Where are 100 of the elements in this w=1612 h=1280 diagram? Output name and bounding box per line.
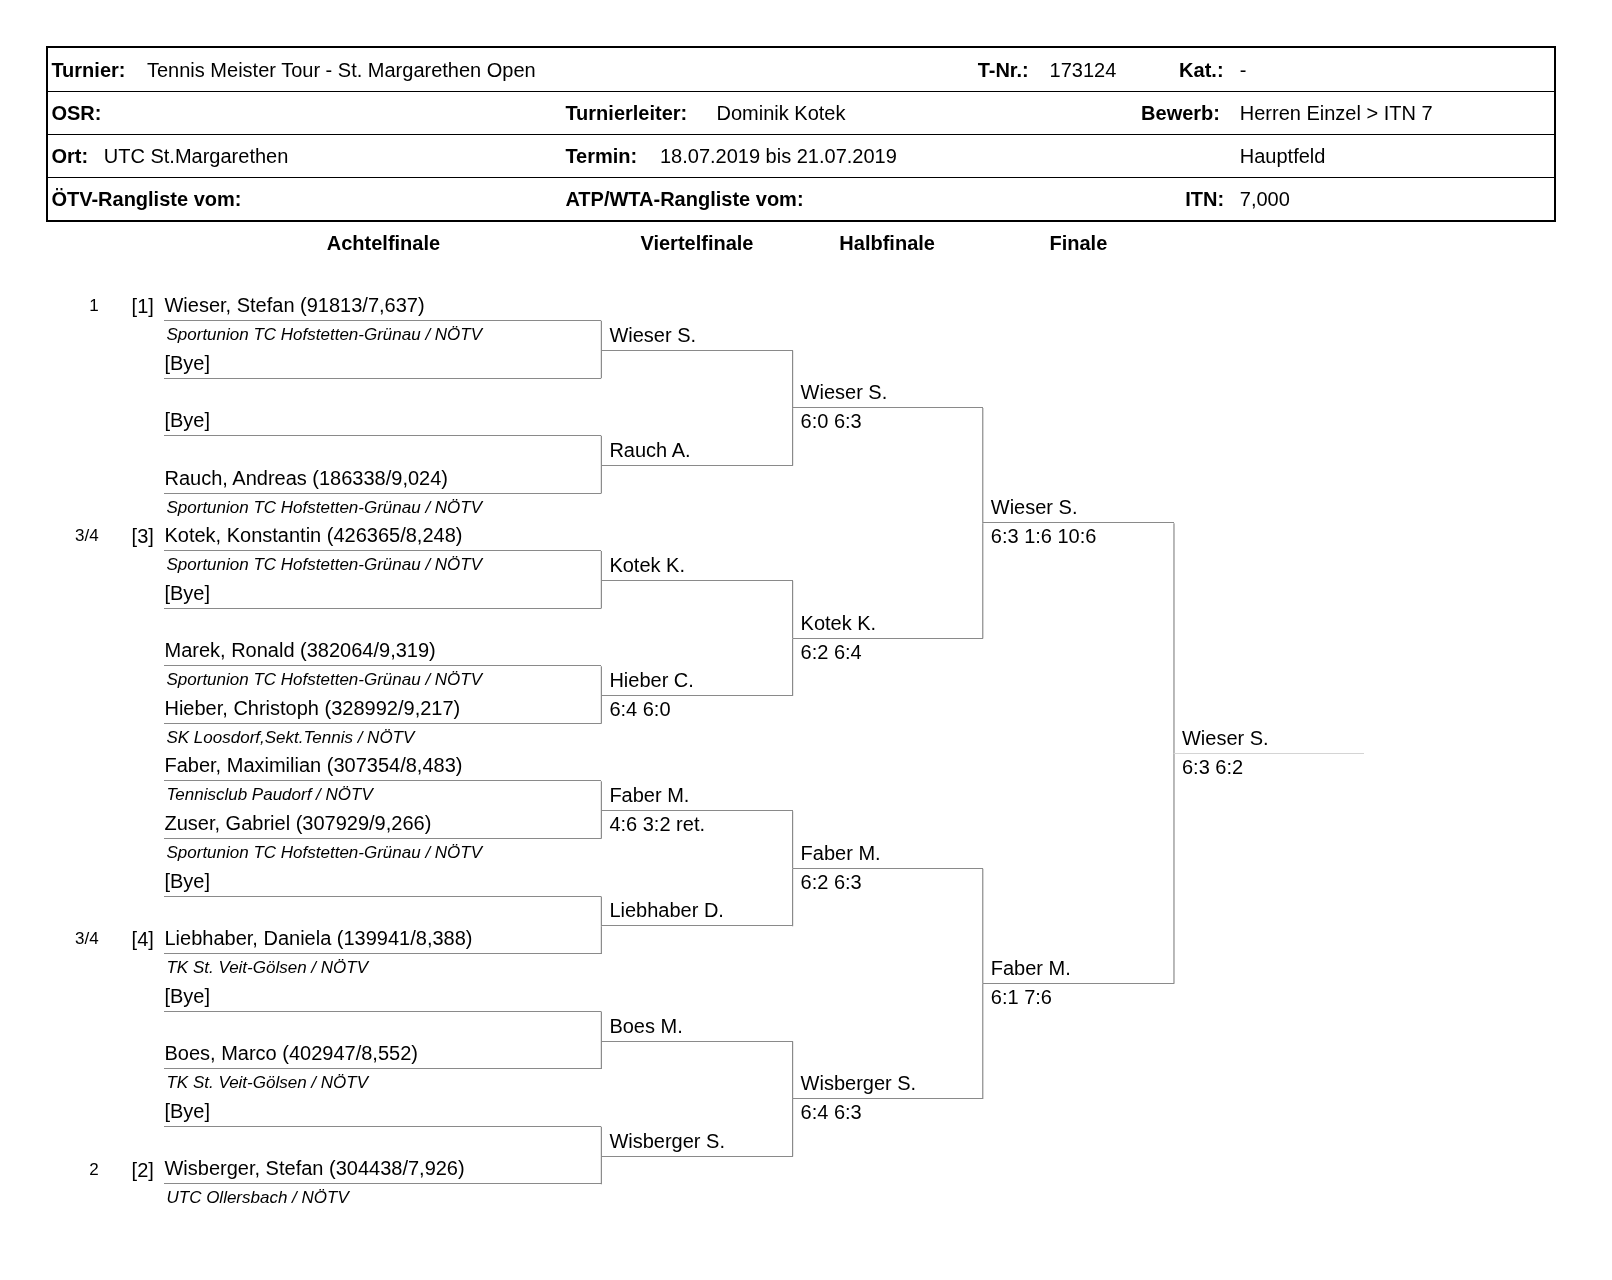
field-label: ITN: [1185, 187, 1225, 212]
match-score: 6:0 6:3 [799, 409, 863, 435]
player-name: Rauch A. [601, 436, 793, 466]
bracket-line [982, 407, 984, 524]
player-name: Faber M. [601, 782, 793, 812]
match-score: 6:2 6:4 [799, 639, 863, 665]
round-heading: Viertelfinale [640, 231, 754, 256]
player-name: Wieser S. [792, 379, 983, 409]
draw-position: 3/4 [75, 525, 99, 548]
round-heading: Halbfinale [839, 231, 935, 256]
bracket-line [600, 925, 602, 955]
player-name: [Bye] [164, 579, 602, 609]
club-name: UTC Ollersbach / NÖTV [165, 1187, 351, 1210]
player-name: Faber, Maximilian (307354/8,483) [164, 752, 602, 782]
bracket-line [1173, 752, 1175, 985]
player-name: Hieber, Christoph (328992/9,217) [164, 694, 602, 724]
bracket-line [600, 780, 602, 812]
field-value: 18.07.2019 bis 21.07.2019 [659, 143, 897, 168]
player-name: Liebhaber, Daniela (139941/8,388) [164, 925, 602, 955]
bracket-line [600, 1126, 602, 1158]
club-name: Sportunion TC Hofstetten-Grünau / NÖTV [165, 496, 484, 519]
match-score: 6:3 6:2 [1180, 754, 1245, 780]
match-score: 6:1 7:6 [989, 985, 1053, 1010]
draw-position: 1 [89, 295, 99, 317]
bracket-line [600, 810, 602, 840]
field-value: 173124 [1049, 57, 1117, 82]
player-name: Hieber C. [601, 667, 793, 697]
bracket-line [1173, 522, 1175, 755]
bracket-line [600, 695, 602, 725]
match-score: 4:6 3:2 ret. [608, 812, 706, 838]
bracket-line [600, 580, 602, 610]
bracket-line [600, 550, 602, 582]
seed-number: [3] [131, 524, 154, 549]
player-name: Wisberger S. [601, 1127, 793, 1157]
field-label: Kat.: [1179, 57, 1224, 82]
player-name: Wieser S. [601, 321, 793, 351]
player-name: Kotek K. [601, 552, 793, 582]
club-name: TK St. Veit-Gölsen / NÖTV [165, 1072, 370, 1095]
seed-number: [1] [131, 294, 154, 318]
bracket-line [792, 349, 794, 409]
field-label: Ort: [51, 143, 89, 168]
bracket-line [600, 435, 602, 467]
player-name: Boes, Marco (402947/8,552) [164, 1040, 602, 1070]
player-name: Wisberger S. [792, 1070, 983, 1100]
player-name: Boes M. [601, 1012, 793, 1042]
field-label: ATP/WTA-Rangliste vom: [565, 187, 804, 212]
club-name: Sportunion TC Hofstetten-Grünau / NÖTV [165, 554, 484, 577]
player-name: Rauch, Andreas (186338/9,024) [164, 464, 602, 494]
player-name: Faber M. [792, 839, 983, 869]
player-name: Kotek K. [792, 609, 983, 639]
player-name: [Bye] [164, 982, 602, 1012]
bracket-line [982, 983, 984, 1100]
player-name: [Bye] [164, 867, 602, 897]
player-name: Wieser S. [1173, 724, 1365, 754]
player-name: [Bye] [164, 407, 602, 437]
bracket-line [600, 665, 602, 697]
player-name: Marek, Ronald (382064/9,319) [164, 637, 602, 667]
player-name: Wisberger, Stefan (304438/7,926) [164, 1155, 602, 1185]
seed-number: [4] [131, 927, 154, 952]
bracket-line [792, 868, 794, 927]
field-value: Tennis Meister Tour - St. Margarethen Open [147, 57, 536, 82]
bracket-line [982, 522, 984, 639]
bracket-line [600, 320, 602, 352]
bracket-line [792, 407, 794, 467]
club-name: SK Loosdorf,Sekt.Tennis / NÖTV [165, 726, 417, 749]
bracket-line [600, 349, 602, 379]
bracket-line [792, 580, 794, 639]
field-label: ÖTV-Rangliste vom: [51, 187, 242, 212]
player-name: Wieser, Stefan (91813/7,637) [164, 291, 602, 321]
player-name: [Bye] [164, 349, 602, 379]
field-label: T-Nr.: [977, 57, 1029, 82]
player-name: Wieser S. [982, 494, 1174, 524]
bracket-line [600, 1010, 602, 1042]
club-name: Tennisclub Paudorf / NÖTV [165, 784, 375, 807]
field-value: Hauptfeld [1239, 143, 1326, 168]
draw-position: 2 [89, 1158, 99, 1181]
field-label: Termin: [565, 143, 638, 168]
match-score: 6:4 6:3 [799, 1100, 863, 1126]
club-name: Sportunion TC Hofstetten-Grünau / NÖTV [165, 323, 484, 346]
player-name: Kotek, Konstantin (426365/8,248) [164, 522, 602, 552]
field-value: Dominik Kotek [716, 100, 846, 125]
club-name: TK St. Veit-Gölsen / NÖTV [165, 957, 370, 980]
round-heading: Achtelfinale [326, 231, 441, 256]
bracket-line [792, 1098, 794, 1158]
field-label: Turnierleiter: [565, 100, 688, 125]
field-label: Bewerb: [1141, 100, 1220, 125]
match-score: 6:2 6:3 [799, 869, 863, 895]
field-label: Turnier: [51, 57, 126, 82]
bracket-line [600, 1155, 602, 1185]
player-name: Liebhaber D. [601, 897, 793, 927]
bracket-line [792, 1040, 794, 1100]
draw-position: 3/4 [75, 928, 99, 951]
bracket-line [792, 637, 794, 697]
field-value: 7,000 [1239, 187, 1290, 212]
bracket-line [600, 895, 602, 927]
field-value: UTC St.Margarethen [103, 143, 289, 168]
bracket-line [600, 465, 602, 495]
field-value: - [1239, 57, 1247, 82]
field-value: Herren Einzel > ITN 7 [1239, 100, 1433, 125]
player-name: [Bye] [164, 1097, 602, 1127]
